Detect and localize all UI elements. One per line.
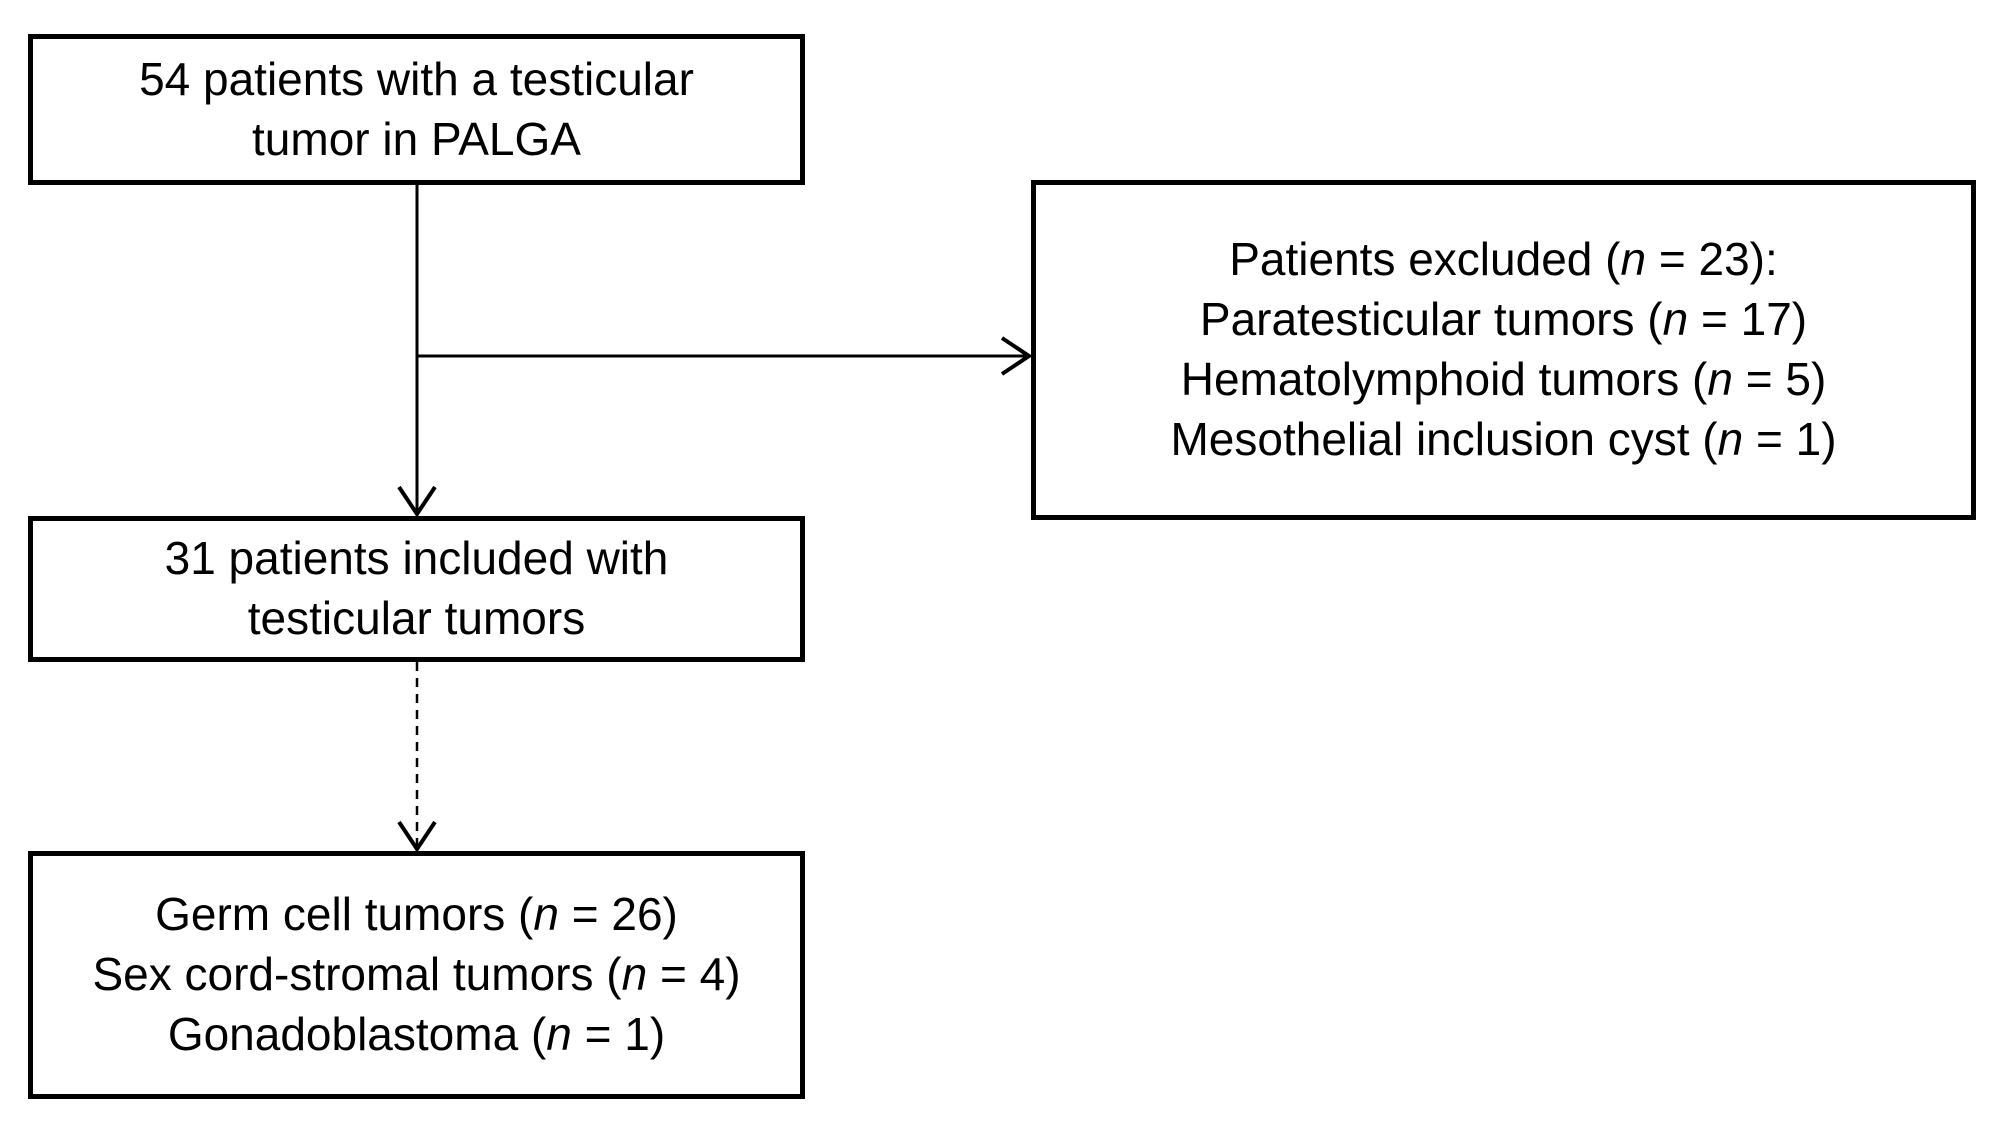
tumor-type-line: Sex cord-stromal tumors (n = 4) — [92, 948, 741, 1001]
excluded-line: Mesothelial inclusion cyst (n = 1) — [1170, 412, 1837, 465]
tumor-type-line: Gonadoblastoma (n = 1) — [167, 1007, 666, 1060]
excluded-line: Hematolymphoid tumors (n = 5) — [1180, 353, 1827, 405]
source-line: 54 patients with a testicular — [139, 52, 694, 105]
included-line: 31 patients included with — [164, 532, 669, 585]
tumor-type-line: Germ cell tumors (n = 26) — [155, 888, 678, 941]
excluded-line: Paratesticular tumors (n = 17) — [1199, 293, 1808, 346]
source-line: tumor in PALGA — [252, 112, 581, 165]
included-line: testicular tumors — [247, 592, 586, 644]
excluded-line: Patients excluded (n = 23): — [1229, 233, 1778, 286]
tumor-types-box: Germ cell tumors (n = 26) Sex cord-strom… — [28, 851, 805, 1099]
included-box: 31 patients included with testicular tum… — [28, 516, 805, 662]
arrowhead-right-icon — [1000, 336, 1033, 376]
arrowhead-down-icon — [397, 485, 437, 518]
excluded-box: Patients excluded (n = 23): Paratesticul… — [1031, 180, 1976, 520]
source-box: 54 patients with a testicular tumor in P… — [28, 34, 805, 185]
arrowhead-down-icon — [397, 820, 437, 853]
